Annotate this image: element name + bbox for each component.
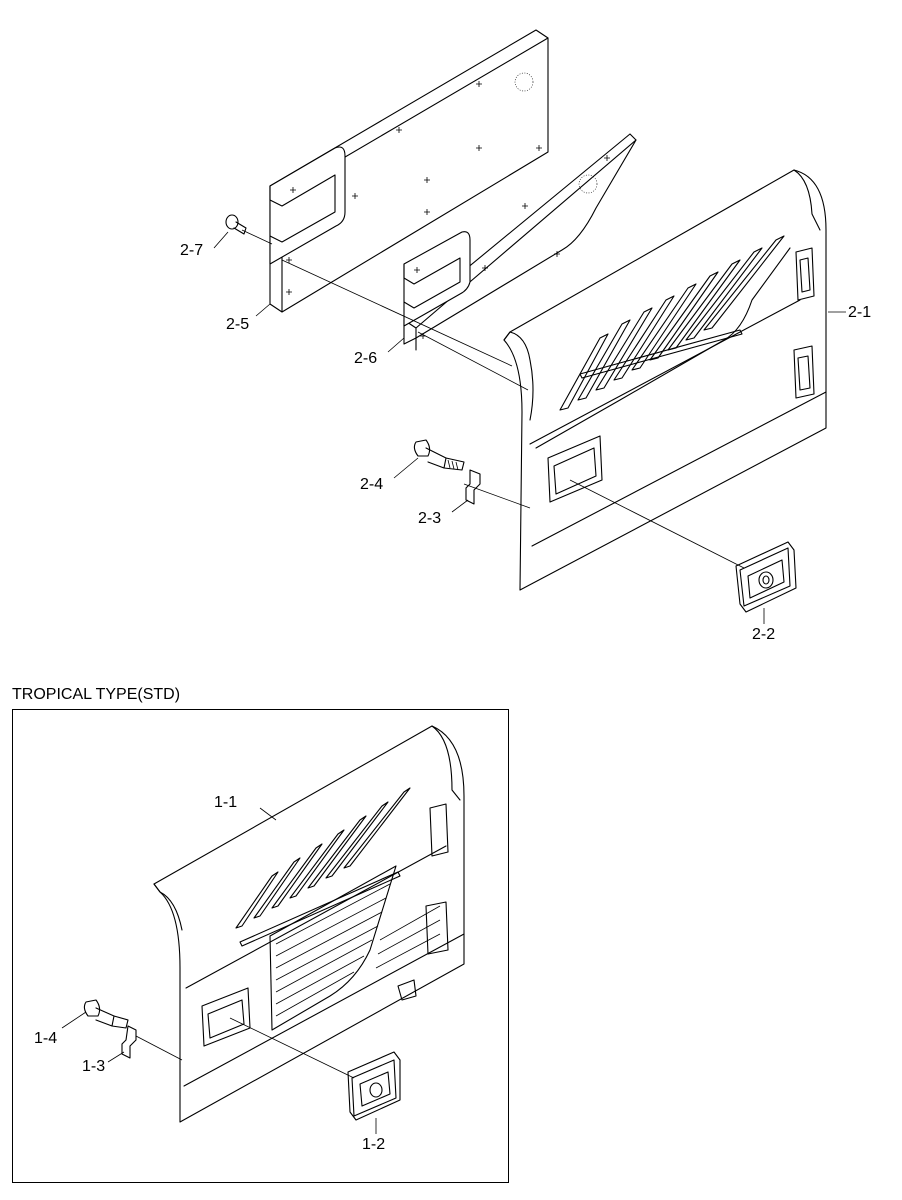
part-label-2-7: 2-7 bbox=[180, 242, 204, 259]
bolt-2-4 bbox=[413, 439, 465, 471]
clip-2-7 bbox=[225, 214, 247, 235]
part-label-1-4: 1-4 bbox=[34, 1030, 58, 1047]
bolt-1-4 bbox=[83, 999, 129, 1029]
part-label-1-1: 1-1 bbox=[214, 794, 238, 811]
part-label-2-6: 2-6 bbox=[354, 350, 378, 367]
bracket-1-3 bbox=[121, 1025, 137, 1059]
side-door-panel-2-1 bbox=[503, 169, 827, 591]
tropical-type-frame bbox=[12, 709, 509, 1183]
door-lock-1-2 bbox=[347, 1051, 401, 1121]
part-label-1-2: 1-2 bbox=[362, 1136, 386, 1153]
insulation-pad-2-5 bbox=[269, 29, 549, 313]
part-label-2-3: 2-3 bbox=[418, 510, 442, 527]
section-title: TROPICAL TYPE(STD) bbox=[12, 686, 181, 703]
insulation-pad-2-6 bbox=[403, 133, 637, 351]
door-lock-2-2 bbox=[735, 541, 797, 613]
part-label-2-5: 2-5 bbox=[226, 316, 250, 333]
part-label-2-2: 2-2 bbox=[752, 626, 776, 643]
part-label-2-1: 2-1 bbox=[848, 304, 872, 321]
part-label-1-3: 1-3 bbox=[82, 1058, 106, 1075]
part-label-2-4: 2-4 bbox=[360, 476, 384, 493]
side-door-panel-1-1 bbox=[153, 725, 465, 1123]
